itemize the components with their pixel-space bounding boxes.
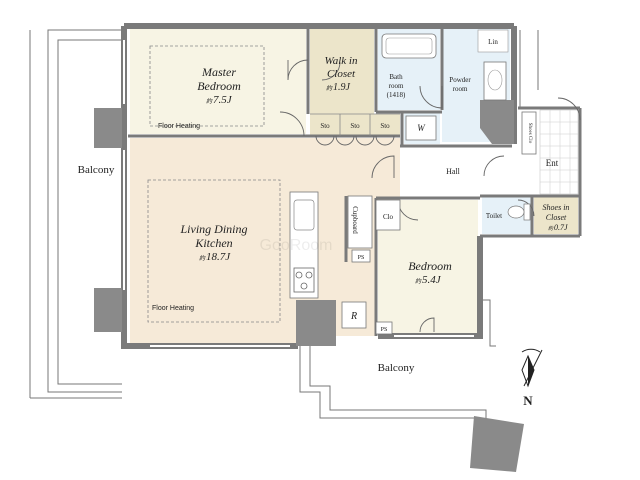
bedroom-name: Bedroom [408, 259, 452, 273]
toilet-bowl [507, 205, 525, 219]
walk-in-closet-area-prefix: 約 [326, 84, 333, 92]
bedroom-area: 5.4J [422, 274, 442, 286]
hall-label: Hall [446, 167, 461, 176]
linen-label: Lin [488, 38, 498, 46]
powder-room-name-2: room [453, 85, 468, 93]
washbasin [483, 61, 507, 101]
cupboard-unit [347, 195, 373, 249]
walk-in-closet-name-1: Walk in [325, 55, 358, 67]
powder-room-label: Powder room [449, 76, 471, 93]
washer-space [405, 115, 437, 141]
storage-dividers [310, 113, 400, 136]
closet-label: Clo [383, 213, 394, 221]
shoes-closet-label: Shoes in Closet 約 0.7J [543, 203, 570, 232]
ps-box-1 [351, 249, 371, 263]
master-bedroom-name-2: Bedroom [197, 79, 241, 93]
compass-icon [521, 348, 543, 388]
storage-label-2: Sto [350, 122, 360, 130]
bathroom-name-3: (1418) [387, 91, 406, 99]
bathtub-inner [385, 37, 433, 55]
toilet-label: Toilet [486, 212, 502, 220]
powder-room-name-1: Powder [449, 76, 471, 84]
lin-box [477, 29, 509, 53]
west-balcony-label: Balcony [78, 164, 115, 176]
walk-in-closet-floor [310, 28, 374, 114]
toilet-tank [523, 203, 531, 221]
ps-box-2 [375, 321, 393, 335]
entrance-label: Ent [546, 158, 559, 168]
living-name-2: Kitchen [194, 236, 232, 250]
basin-bowl [487, 69, 503, 91]
shoes-closet-area: 0.7J [554, 223, 568, 232]
master-bedroom-area: 7.5J [213, 94, 233, 106]
master-bedroom-name-1: Master [201, 65, 236, 79]
pipe-space-label-1: PS [358, 255, 365, 261]
shoes-closet-area-prefix: 約 [548, 225, 554, 232]
west-balcony [29, 29, 122, 399]
living-floor-heating-label: Floor Heating [152, 305, 194, 312]
storage-labels: Sto Sto Sto [320, 122, 390, 130]
walk-in-closet-area: 1.9J [333, 82, 351, 93]
fridge-label: R [350, 311, 357, 322]
master-floor-heating-zone [149, 45, 265, 127]
structural-columns [94, 100, 524, 472]
kitchen-sink [293, 199, 315, 231]
hall-floor [400, 146, 510, 196]
living-name-1: Living Dining [179, 222, 247, 236]
ent-tile [539, 109, 579, 195]
living-label: Living Dining Kitchen 約 18.7J Floor Heat… [152, 222, 248, 312]
compass-north-label: N [523, 393, 533, 408]
shoes-clo-box [521, 111, 537, 155]
walk-in-closet-name-2: Closet [327, 68, 356, 80]
washer-label: W [417, 123, 426, 133]
bedroom-area-prefix: 約 [415, 277, 422, 285]
storage-floor [310, 114, 400, 136]
window-frames [121, 40, 474, 349]
shoes-closet-name-2: Closet [546, 213, 567, 222]
bathroom-label: Bath room (1418) [387, 73, 406, 99]
storage-label-1: Sto [320, 122, 330, 130]
master-bedroom-area-prefix: 約 [206, 97, 213, 105]
storage-label-3: Sto [380, 122, 390, 130]
cooktop [293, 267, 315, 293]
living-area: 18.7J [206, 251, 231, 263]
master-floor-heating-label: Floor Heating [158, 123, 200, 130]
bathroom-name-2: room [389, 82, 404, 90]
cupboard-label: Cupboard [351, 206, 359, 234]
shoes-closet-name-1: Shoes in [543, 203, 570, 212]
watermark: GooRoom [260, 237, 333, 254]
living-floor [130, 138, 400, 344]
doors [279, 59, 581, 333]
living-floor-heating-zone [147, 179, 281, 323]
living-area-prefix: 約 [199, 254, 206, 262]
shoes-closet-floor [534, 196, 578, 234]
bathroom-name-1: Bath [389, 73, 403, 81]
windows [123, 40, 474, 347]
ent-tile-grid [540, 110, 578, 194]
bedroom-label: Bedroom 約 5.4J [408, 259, 452, 286]
ent-porch [519, 30, 539, 108]
pipe-space-label-2: PS [381, 327, 388, 333]
fridge-box [341, 301, 367, 329]
south-balcony-label: Balcony [378, 362, 415, 374]
shoes-clo-label: Shoes Clo [527, 123, 532, 144]
bathtub [381, 33, 437, 59]
bedroom-floor [378, 200, 478, 334]
walk-in-closet-label: Walk in Closet 約 1.9J [325, 55, 358, 93]
bedroom-closet-unit [375, 199, 401, 231]
master-bedroom-label: Master Bedroom 約 7.5J Floor Heating [158, 65, 241, 130]
